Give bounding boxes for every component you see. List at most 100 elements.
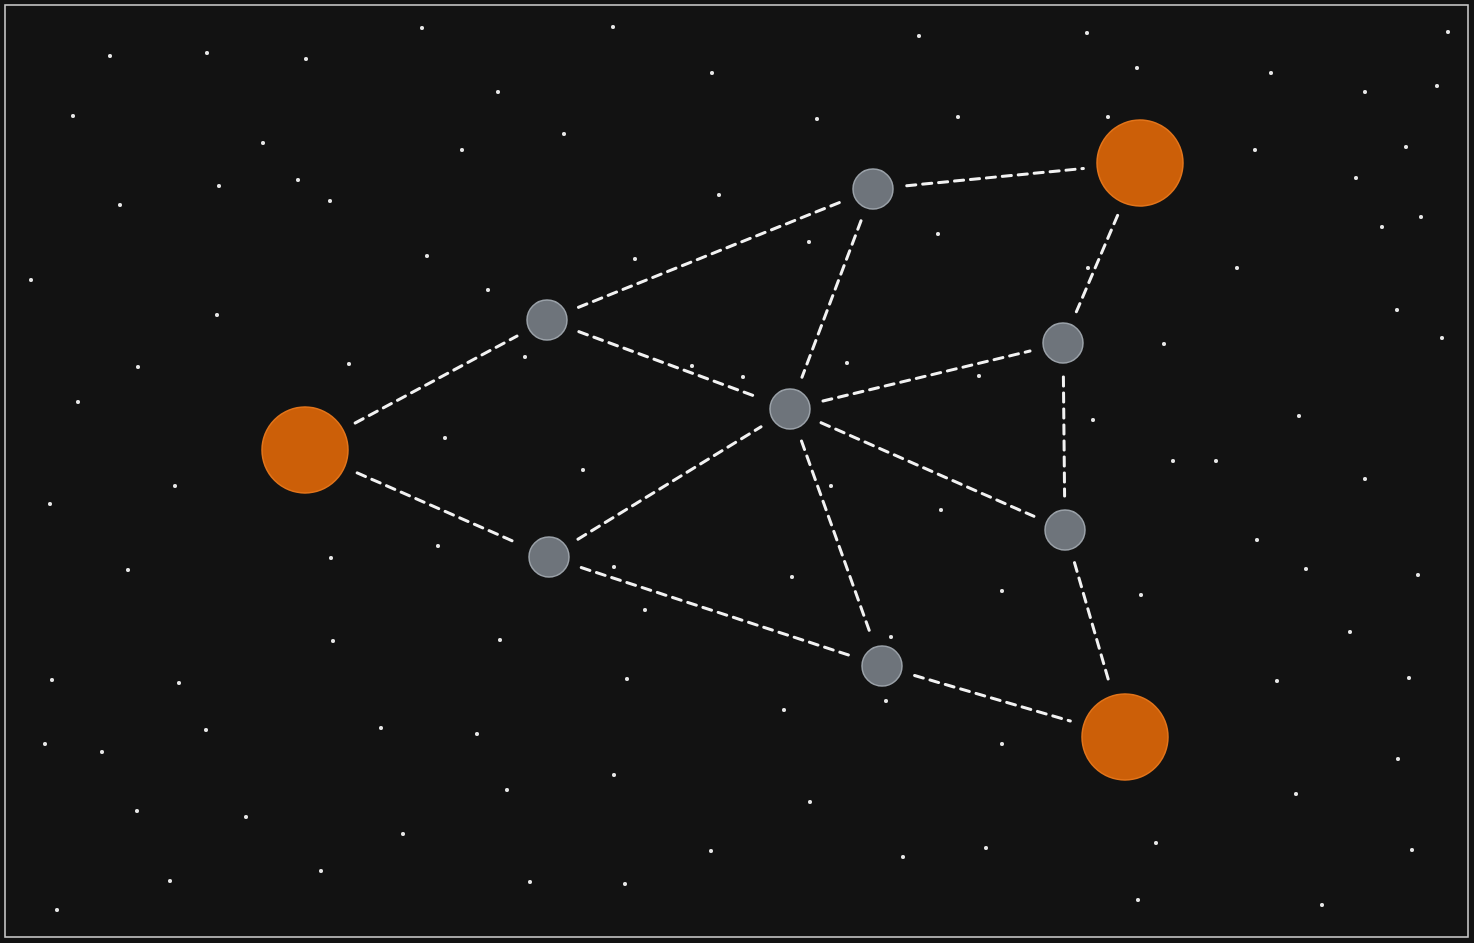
diagram-frame bbox=[4, 4, 1469, 938]
star-dot bbox=[1435, 84, 1439, 88]
star-dot bbox=[1106, 115, 1110, 119]
star-dot bbox=[1235, 266, 1239, 270]
star-dot bbox=[528, 880, 532, 884]
edge-orange-top-right-to-gray-right-upper bbox=[1074, 213, 1120, 314]
node-orange-left bbox=[261, 406, 349, 494]
star-dot bbox=[1354, 176, 1358, 180]
star-dot bbox=[135, 809, 139, 813]
star-dot bbox=[244, 815, 248, 819]
star-dot bbox=[50, 678, 54, 682]
edge-gray-lower-left-to-gray-bottom bbox=[579, 566, 852, 657]
star-dot bbox=[505, 788, 509, 792]
star-dot bbox=[1410, 848, 1414, 852]
star-dot bbox=[829, 484, 833, 488]
star-dot bbox=[623, 882, 627, 886]
star-dot bbox=[436, 544, 440, 548]
star-dot bbox=[709, 849, 713, 853]
star-dot bbox=[956, 115, 960, 119]
star-dot bbox=[126, 568, 130, 572]
star-dot bbox=[984, 846, 988, 850]
star-dot bbox=[611, 25, 615, 29]
star-dot bbox=[807, 240, 811, 244]
star-dot bbox=[1091, 418, 1095, 422]
star-dot bbox=[1348, 630, 1352, 634]
star-dot bbox=[710, 71, 714, 75]
star-dot bbox=[1380, 225, 1384, 229]
star-dot bbox=[498, 638, 502, 642]
star-dot bbox=[261, 141, 265, 145]
edge-gray-center-to-gray-bottom bbox=[800, 439, 872, 636]
star-dot bbox=[625, 677, 629, 681]
star-dot bbox=[29, 278, 33, 282]
star-dot bbox=[690, 364, 694, 368]
node-gray-top bbox=[852, 168, 894, 210]
star-dot bbox=[296, 178, 300, 182]
star-dot bbox=[486, 288, 490, 292]
edge-gray-top-to-orange-top-right bbox=[905, 167, 1085, 188]
star-dot bbox=[815, 117, 819, 121]
star-dot bbox=[347, 362, 351, 366]
star-dot bbox=[782, 708, 786, 712]
star-dot bbox=[1404, 145, 1408, 149]
star-dot bbox=[901, 855, 905, 859]
node-gray-bottom bbox=[861, 645, 903, 687]
star-dot bbox=[612, 773, 616, 777]
starfield bbox=[29, 25, 1450, 912]
star-dot bbox=[1136, 898, 1140, 902]
star-dot bbox=[319, 869, 323, 873]
star-dot bbox=[108, 54, 112, 58]
star-dot bbox=[331, 639, 335, 643]
edge-gray-lower-left-to-gray-center bbox=[576, 425, 763, 541]
star-dot bbox=[1363, 477, 1367, 481]
star-dot bbox=[939, 508, 943, 512]
star-dot bbox=[1304, 567, 1308, 571]
star-dot bbox=[889, 635, 893, 639]
edge-gray-top-to-gray-center bbox=[800, 219, 863, 379]
nodes bbox=[261, 119, 1184, 781]
star-dot bbox=[443, 436, 447, 440]
star-dot bbox=[1363, 90, 1367, 94]
edge-gray-bottom-to-orange-bottom-right bbox=[913, 674, 1072, 723]
star-dot bbox=[845, 361, 849, 365]
star-dot bbox=[205, 51, 209, 55]
star-dot bbox=[1139, 593, 1143, 597]
star-dot bbox=[1000, 742, 1004, 746]
star-dot bbox=[1253, 148, 1257, 152]
star-dot bbox=[177, 681, 181, 685]
star-dot bbox=[936, 232, 940, 236]
edge-gray-center-to-gray-right-upper bbox=[821, 349, 1032, 403]
star-dot bbox=[1419, 215, 1423, 219]
star-dot bbox=[612, 565, 616, 569]
star-dot bbox=[808, 800, 812, 804]
star-dot bbox=[884, 699, 888, 703]
edge-orange-left-to-gray-upper-left bbox=[353, 334, 519, 425]
star-dot bbox=[643, 608, 647, 612]
edge-orange-left-to-gray-lower-left bbox=[355, 471, 520, 545]
star-dot bbox=[475, 732, 479, 736]
star-dot bbox=[76, 400, 80, 404]
star-dot bbox=[136, 365, 140, 369]
star-dot bbox=[1000, 589, 1004, 593]
star-dot bbox=[1086, 266, 1090, 270]
node-gray-center bbox=[769, 388, 811, 430]
star-dot bbox=[1294, 792, 1298, 796]
star-dot bbox=[1085, 31, 1089, 35]
star-dot bbox=[100, 750, 104, 754]
star-dot bbox=[328, 199, 332, 203]
star-dot bbox=[43, 742, 47, 746]
node-orange-bottom-right bbox=[1081, 693, 1169, 781]
star-dot bbox=[1320, 903, 1324, 907]
node-gray-lower-left bbox=[528, 536, 570, 578]
star-dot bbox=[215, 313, 219, 317]
star-dot bbox=[1154, 841, 1158, 845]
connection-lines bbox=[353, 167, 1120, 723]
star-dot bbox=[717, 193, 721, 197]
star-dot bbox=[425, 254, 429, 258]
star-dot bbox=[496, 90, 500, 94]
star-dot bbox=[1407, 676, 1411, 680]
star-dot bbox=[1396, 757, 1400, 761]
star-dot bbox=[633, 257, 637, 261]
edge-gray-upper-left-to-gray-center bbox=[577, 330, 760, 399]
